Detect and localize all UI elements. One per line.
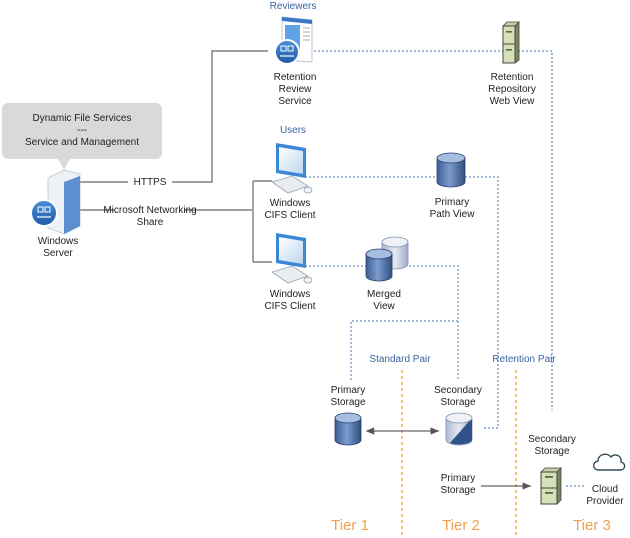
primary-path-view-label-line1: Primary bbox=[435, 197, 469, 208]
review-service-label-line1: Retention bbox=[274, 72, 317, 83]
server-label-line2: Server bbox=[43, 248, 73, 259]
primary-storage-t2-label-line2: Storage bbox=[440, 485, 475, 496]
secondary-storage-t2-icon[interactable] bbox=[445, 412, 473, 446]
cloud-label-line1: Cloud bbox=[592, 484, 618, 495]
windows-server-icon[interactable] bbox=[30, 169, 81, 235]
client2-computer-icon[interactable] bbox=[271, 233, 313, 284]
repository-label-line3: Web View bbox=[490, 96, 535, 107]
primary-storage-t1-label-line2: Storage bbox=[330, 397, 365, 408]
review-service-icon[interactable] bbox=[274, 16, 313, 65]
https-label: HTTPS bbox=[134, 177, 167, 188]
primary-storage-t1-label-line1: Primary bbox=[331, 385, 365, 396]
callout-box: Dynamic File Services --- Service and Ma… bbox=[2, 103, 162, 170]
tier-3-label: Tier 3 bbox=[573, 517, 611, 534]
client1-computer-icon[interactable] bbox=[271, 143, 313, 194]
merged-view-label-line1: Merged bbox=[367, 289, 401, 300]
callout-title: Dynamic File Services bbox=[33, 113, 132, 124]
share-branch bbox=[252, 180, 272, 263]
review-to-repository-link bbox=[306, 50, 553, 410]
secondary-storage-t3-label-line2: Storage bbox=[534, 446, 569, 457]
secondary-storage-t2-label-line1: Secondary bbox=[434, 385, 482, 396]
repository-cabinet-icon[interactable] bbox=[502, 21, 520, 64]
repository-label-line2: Repository bbox=[488, 84, 536, 95]
client1-to-secondary-link bbox=[305, 176, 499, 429]
client1-label-line2: CIFS Client bbox=[264, 210, 315, 221]
merged-view-label-line2: View bbox=[373, 301, 395, 312]
merged-view-icon[interactable] bbox=[365, 236, 409, 282]
client1-label-line1: Windows bbox=[270, 198, 311, 209]
primary-path-view-icon[interactable] bbox=[436, 152, 466, 188]
review-service-label-line3: Service bbox=[278, 96, 312, 107]
client2-label-line2: CIFS Client bbox=[264, 301, 315, 312]
cloud-icon[interactable] bbox=[592, 453, 626, 471]
primary-storage-t2-label-line1: Primary bbox=[441, 473, 475, 484]
users-group-label: Users bbox=[280, 125, 306, 136]
standard-pair-label: Standard Pair bbox=[369, 354, 431, 365]
review-service-label-line2: Review bbox=[279, 84, 313, 95]
retention-pair-label: Retention Pair bbox=[492, 354, 556, 365]
tier-1-label: Tier 1 bbox=[331, 517, 369, 534]
primary-storage-t1-icon[interactable] bbox=[334, 412, 362, 446]
repository-label-line1: Retention bbox=[491, 72, 534, 83]
cloud-label-line2: Provider bbox=[586, 496, 624, 507]
callout-subtitle: Service and Management bbox=[25, 137, 139, 148]
callout-separator: --- bbox=[77, 125, 87, 136]
primary-path-view-label-line2: Path View bbox=[430, 209, 476, 220]
secondary-storage-t3-label-line1: Secondary bbox=[528, 434, 576, 445]
archive-cabinet-icon[interactable] bbox=[540, 467, 562, 505]
client2-label-line1: Windows bbox=[270, 289, 311, 300]
share-label-line1: Microsoft Networking bbox=[103, 205, 196, 216]
share-label-line2: Share bbox=[137, 217, 164, 228]
secondary-storage-t2-label-line2: Storage bbox=[440, 397, 475, 408]
tier-2-label: Tier 2 bbox=[442, 517, 480, 534]
server-label-line1: Windows bbox=[38, 236, 79, 247]
reviewers-group-label: Reviewers bbox=[270, 1, 317, 12]
